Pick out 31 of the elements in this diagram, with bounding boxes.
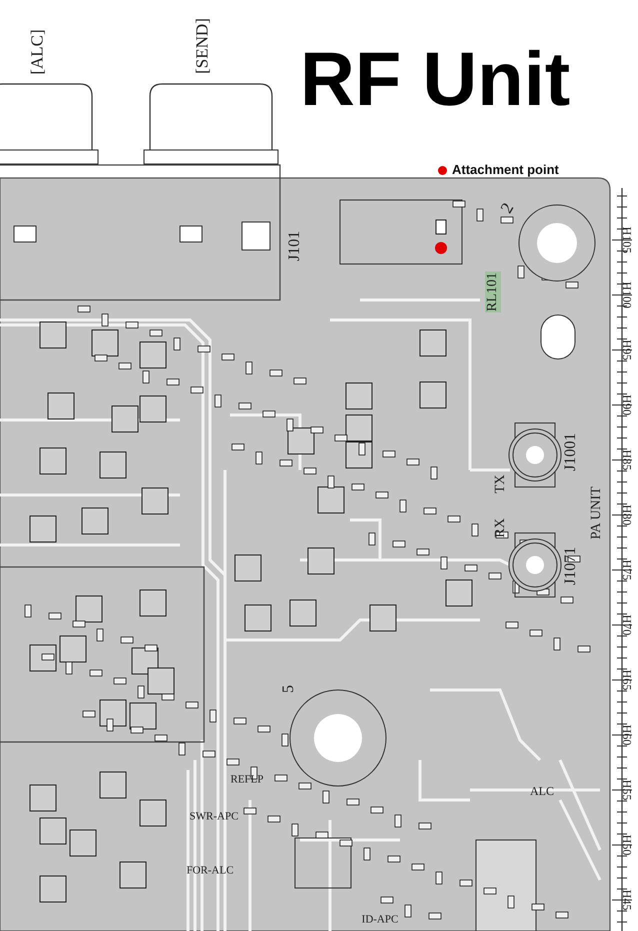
signal-label: SWR-APC — [190, 812, 238, 822]
scale-mark: H45 — [621, 890, 633, 910]
scale-mark: H55 — [621, 780, 633, 800]
page-title: RF Unit — [300, 42, 570, 118]
scale-mark: H50 — [621, 834, 633, 856]
signal-label: ALC — [530, 785, 554, 797]
scale-mark: H70 — [621, 614, 633, 636]
scale-mark: H90 — [621, 394, 633, 416]
scale-mark: H75 — [621, 560, 633, 580]
scale-mark: H65 — [621, 670, 633, 690]
connector-label: J1001 — [563, 432, 579, 472]
connector-label: [SEND] — [194, 18, 210, 74]
signal-label: ID-APC — [362, 914, 398, 926]
scale-mark: H100 — [621, 282, 633, 308]
hole-number: 5 — [281, 685, 297, 693]
scale-mark: H95 — [621, 340, 633, 360]
signal-label: REFLP — [230, 774, 264, 786]
port-label: TX — [494, 474, 508, 494]
signal-label: FOR-ALC — [186, 866, 234, 876]
hole-number: 2 — [498, 200, 516, 216]
connector-label: J1071 — [563, 546, 579, 586]
scale-mark: H80 — [621, 504, 633, 526]
connector-label: J101 — [287, 230, 303, 262]
relay-label: RL101 — [485, 272, 501, 312]
scale-mark: H105 — [621, 226, 633, 254]
legend-text: Attachment point — [452, 163, 559, 176]
scale-mark: H85 — [621, 450, 633, 470]
board-label: PA UNIT — [590, 486, 604, 540]
connector-label: [ALC] — [28, 29, 46, 75]
scale-mark: H60 — [621, 724, 633, 746]
port-label: RX — [494, 518, 508, 538]
